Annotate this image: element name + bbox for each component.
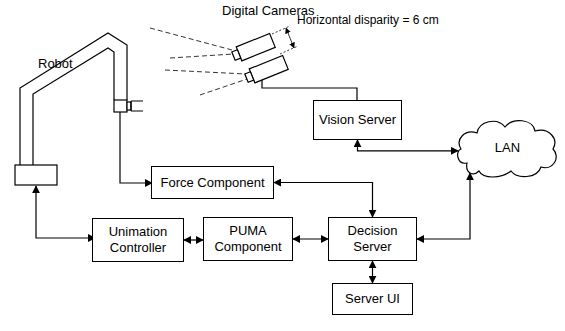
component-box: PUMA Component	[203, 217, 293, 261]
robot-wrist	[114, 100, 127, 112]
box-label: Decision Server	[329, 221, 416, 256]
network-cloud: LAN	[455, 115, 560, 180]
camera-lens	[245, 72, 254, 83]
box-label: PUMA Component	[204, 221, 292, 256]
component-box: Force Component	[151, 166, 274, 199]
gripper-jaws	[131, 101, 143, 111]
box-label: Vision Server	[315, 110, 400, 130]
connector	[184, 239, 203, 240]
connector	[293, 238, 328, 239]
camera	[249, 55, 288, 82]
robot-base	[15, 165, 57, 185]
connector	[274, 183, 373, 218]
dimension-label: Horizontal disparity = 6 cm	[297, 13, 439, 27]
force-wire	[120, 112, 152, 183]
connector	[358, 140, 459, 151]
connector	[417, 173, 470, 239]
box-label: Server UI	[341, 289, 404, 309]
connector	[372, 261, 373, 283]
ui-box: Server UI	[332, 283, 413, 315]
server-box: Decision Server	[328, 217, 417, 261]
sight-line	[150, 28, 250, 95]
robot-cable	[36, 186, 95, 238]
camera-cable	[262, 80, 357, 100]
server-box: Vision Server	[313, 100, 402, 140]
robot-label: Robot	[38, 56, 73, 72]
box-label: Unimation Controller	[93, 222, 183, 257]
dimension-arrow	[286, 28, 294, 48]
dimension-extension	[272, 26, 298, 54]
camera-lens	[232, 50, 241, 61]
robot-arm	[20, 33, 127, 165]
robot-arm	[33, 48, 114, 165]
box-label: LAN	[491, 138, 524, 158]
camera	[236, 33, 275, 60]
controller-box: Unimation Controller	[92, 218, 184, 262]
box-label: Force Component	[156, 173, 268, 193]
